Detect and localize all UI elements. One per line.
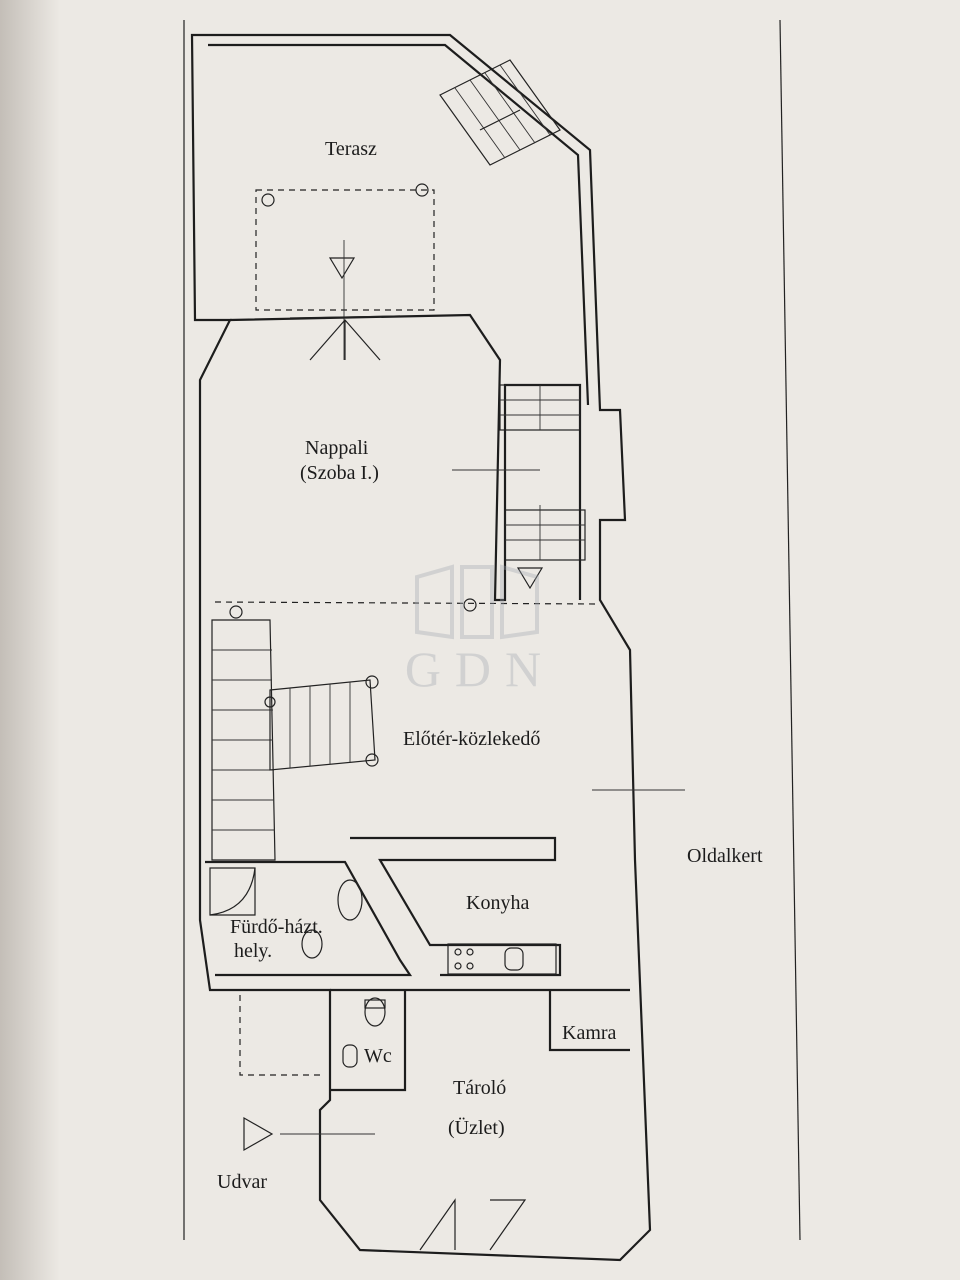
room-label-eloter: Előtér-közlekedő — [403, 728, 541, 750]
bathroom-wall — [205, 860, 413, 977]
room-label-nappali: Nappali — [305, 437, 369, 459]
storage-doors — [419, 1198, 527, 1251]
courtyard-entry-triangle-icon — [243, 1116, 274, 1152]
kitchen-wall — [350, 836, 562, 977]
watermark-logo-icon — [415, 564, 539, 640]
kitchen-counter — [447, 943, 557, 975]
living-room-doors — [289, 315, 401, 361]
room-label-terasz: Terasz — [325, 138, 377, 160]
wc-wall — [330, 988, 630, 1092]
outer-wall — [190, 33, 652, 1262]
courtyard-dashed — [239, 995, 325, 1076]
terrace-entry-triangle-icon — [328, 257, 356, 280]
living-room-wall — [229, 313, 582, 602]
watermark-text: GDN — [404, 641, 556, 697]
room-label-udvar: Udvar — [217, 1171, 267, 1193]
room-label-nappali-sub: (Szoba I.) — [300, 462, 379, 484]
room-label-konyha: Konyha — [466, 892, 530, 914]
outer-wall-inner — [208, 43, 590, 406]
side-entry-triangle-icon — [516, 567, 544, 590]
main-stair — [211, 619, 276, 861]
terrace-pergola — [255, 189, 435, 311]
spiral-stair — [269, 679, 376, 771]
room-label-tarolo: Tároló — [453, 1077, 507, 1099]
paper-edge-shadow — [0, 0, 60, 1280]
terrace-stair — [439, 59, 561, 166]
room-label-furdo-line2: hely. — [234, 940, 273, 962]
room-label-tarolo-sub: (Üzlet) — [448, 1117, 505, 1139]
room-label-kamra: Kamra — [562, 1022, 617, 1044]
room-label-wc: Wc — [364, 1045, 392, 1067]
room-label-furdo-line1: Fürdő-házt. — [230, 916, 323, 938]
page-border-right — [779, 19, 801, 1241]
room-label-oldalkert: Oldalkert — [687, 845, 763, 867]
